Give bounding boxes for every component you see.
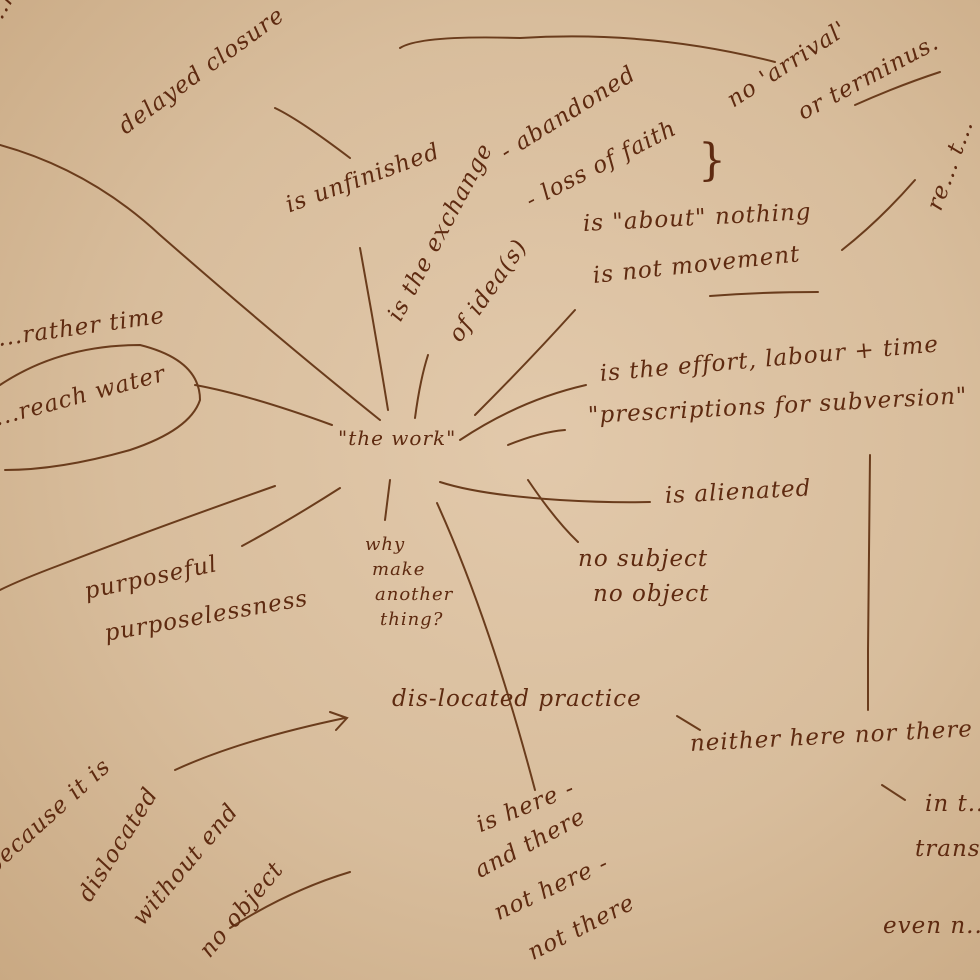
line-alienated [439, 481, 651, 504]
line-delayed [274, 107, 351, 159]
note-why: why [365, 534, 406, 555]
note-in-t: in t... [925, 791, 980, 817]
line-neither [676, 715, 701, 731]
arrow-to-dislocated [174, 711, 349, 771]
center-node: "the work" [338, 426, 457, 450]
line-why [384, 479, 391, 521]
loop-water [0, 343, 202, 471]
underline-no-object [229, 871, 351, 929]
line-top [399, 35, 776, 63]
note-even-n: even n... [883, 913, 980, 939]
note-dislocated-practice: dis-located practice [392, 686, 642, 712]
underline-terminus [854, 71, 941, 106]
line-water [194, 384, 333, 426]
brace: } [698, 135, 727, 186]
line-here [436, 502, 536, 791]
line-big-left [0, 144, 381, 421]
line-subject [527, 479, 579, 543]
line-prescriptions [507, 429, 566, 446]
line-exchange [414, 354, 429, 419]
note-another: another [375, 584, 454, 605]
line-purposeful [0, 485, 276, 591]
note-no-object-mid: no object [593, 581, 710, 607]
line-effort [459, 384, 587, 441]
line-in [881, 784, 906, 801]
line-unfinished [359, 247, 389, 411]
note-thing: thing? [380, 609, 444, 630]
line-about [474, 309, 576, 416]
line-re [841, 179, 916, 251]
underline-movement [709, 291, 819, 297]
line-purposeless [241, 487, 341, 547]
line-right-vertical [867, 454, 871, 711]
note-make: make [372, 559, 426, 580]
note-trans: trans... [915, 836, 980, 862]
note-no-subject: no subject [578, 546, 709, 572]
